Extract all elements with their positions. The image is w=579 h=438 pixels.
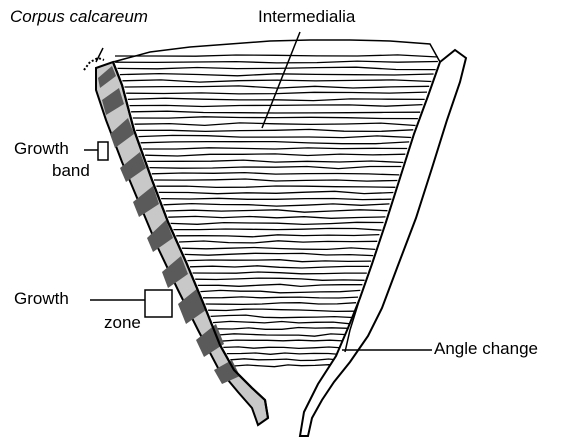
- lamella-line: [135, 123, 416, 126]
- lamella-line: [218, 334, 347, 336]
- lamella-line: [147, 160, 403, 162]
- label-corpus-calcareum: Corpus calcareum: [10, 8, 148, 26]
- lamella-line: [150, 167, 402, 169]
- lamella-line: [152, 173, 399, 175]
- label-growth-band-line2: band: [52, 162, 90, 180]
- label-intermedialia: Intermedialia: [258, 8, 355, 26]
- lamella-line: [159, 191, 394, 193]
- lamella-line: [216, 328, 349, 330]
- lamella-line: [203, 297, 358, 298]
- lamella-line: [131, 111, 420, 113]
- lamella-line: [163, 204, 389, 207]
- intermedialia-top-edge: [113, 40, 440, 62]
- lamella-line: [211, 315, 353, 318]
- lamella-line: [230, 359, 342, 361]
- lamella-line: [206, 303, 357, 305]
- lamella-line: [182, 248, 375, 250]
- lamella-line: [166, 210, 388, 212]
- lamella-line: [120, 74, 434, 76]
- lamella-line: [223, 347, 344, 349]
- lamella-line: [133, 117, 418, 119]
- lamella-line: [227, 353, 343, 355]
- lamella-line: [145, 154, 405, 156]
- lamella-line: [198, 284, 363, 286]
- lamella-line: [115, 61, 438, 63]
- lamella-line: [168, 216, 385, 218]
- lamella-line: [156, 186, 395, 187]
- lamella-line: [195, 278, 364, 280]
- lamella-line: [171, 222, 384, 224]
- lamella-line: [125, 86, 430, 88]
- lamella-line: [221, 340, 346, 341]
- label-growth-band-line1: Growth: [14, 140, 69, 158]
- lamella-line: [138, 135, 411, 137]
- lamella-line: [122, 80, 431, 82]
- lamella-line: [154, 179, 397, 181]
- lamella-line: [208, 309, 354, 311]
- lamella-line: [179, 241, 377, 243]
- lamella-line: [185, 253, 374, 255]
- label-growth-zone-line1: Growth: [14, 290, 69, 308]
- lamella-line: [234, 365, 342, 367]
- lamella-line: [176, 235, 379, 237]
- lamella-line: [193, 272, 367, 274]
- lamella-line: [141, 142, 410, 144]
- lamella-line: [118, 67, 436, 69]
- lamella-line: [187, 260, 371, 262]
- lamella-line: [115, 55, 438, 57]
- label-growth-zone-line2: zone: [104, 314, 141, 332]
- label-angle-change: Angle change: [434, 340, 538, 358]
- lamella-line: [130, 105, 423, 107]
- corpus-calcareum-left-wall: [96, 62, 268, 425]
- lamella-line: [136, 129, 413, 131]
- corpus-calcareum-right-wall: [300, 50, 466, 436]
- lamella-line: [143, 148, 407, 149]
- lamella-line: [173, 228, 381, 230]
- lamella-line: [213, 321, 350, 323]
- lamella-line: [200, 290, 360, 292]
- lamella-line: [161, 198, 391, 199]
- leader-corpus-calcareum: [96, 48, 103, 62]
- bracket-growth-band: [84, 142, 108, 160]
- lamella-line: [190, 266, 369, 268]
- lamella-line: [128, 98, 425, 100]
